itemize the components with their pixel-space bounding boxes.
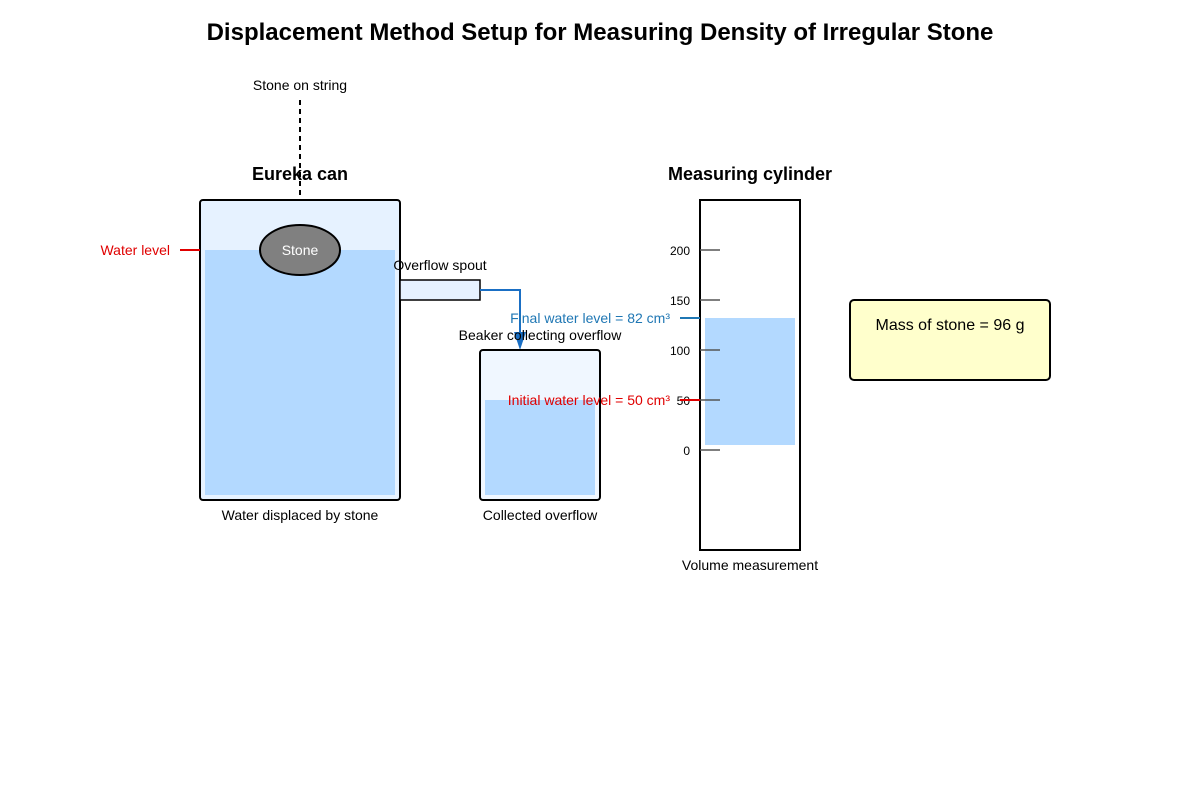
- flow-arrow-head: [514, 332, 526, 350]
- eureka-can-water: [205, 250, 395, 495]
- mass-label: Mass of stone = 96 g: [876, 317, 1025, 334]
- initial-level-label: Initial water level = 50 cm³: [508, 392, 671, 408]
- scale-tick-label: 100: [670, 344, 690, 358]
- scale-tick-label: 0: [683, 444, 690, 458]
- collected-overflow-caption: Collected overflow: [483, 507, 598, 523]
- water-level-label: Water level: [100, 242, 170, 258]
- beaker-water: [485, 400, 595, 495]
- scale-tick-label: 150: [670, 294, 690, 308]
- measuring-cylinder-water: [705, 318, 795, 445]
- scale-tick-label: 200: [670, 244, 690, 258]
- stone-on-string-label: Stone on string: [253, 77, 347, 93]
- eureka-can-heading: Eureka can: [252, 164, 348, 184]
- flow-arrow-line: [480, 289, 521, 338]
- overflow-spout-label: Overflow spout: [393, 257, 486, 273]
- stone-shape: [259, 224, 341, 276]
- page-title: Displacement Method Setup for Measuring …: [207, 19, 994, 46]
- mass-box: [849, 299, 1051, 381]
- overflow-spout: [399, 279, 481, 301]
- beaker-caption: Beaker collecting overflow: [459, 327, 623, 343]
- volume-measurement-caption: Volume measurement: [682, 557, 818, 573]
- cylinder-scale: 050100150200: [670, 244, 720, 458]
- stone-label: Stone: [282, 242, 319, 258]
- water-displaced-caption: Water displaced by stone: [222, 507, 379, 523]
- measuring-cylinder-heading: Measuring cylinder: [668, 164, 832, 184]
- final-level-label: Final water level = 82 cm³: [510, 310, 670, 326]
